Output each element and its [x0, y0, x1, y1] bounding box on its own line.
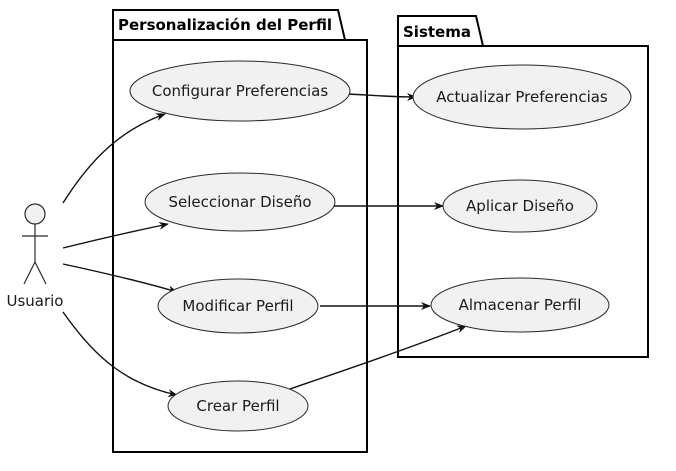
use-case-modificar-perfil: Modificar Perfil — [157, 278, 319, 334]
package-tab — [112, 9, 346, 41]
use-case-ellipse — [129, 60, 351, 122]
use-case-ellipse — [144, 172, 336, 232]
edge-usuario-modificar — [62, 263, 178, 294]
actor-usuario: Usuario — [6, 203, 64, 310]
stick-figure-icon — [22, 203, 48, 285]
use-case-label: Actualizar Preferencias — [436, 88, 608, 106]
package-title: Personalización del Perfil — [118, 16, 332, 34]
package-title: Sistema — [403, 23, 471, 41]
package-frame — [112, 39, 368, 453]
edge-usuario-crear — [62, 311, 178, 398]
use-case-label: Aplicar Diseño — [466, 197, 574, 215]
use-case-label: Crear Perfil — [196, 397, 279, 415]
use-case-ellipse — [430, 277, 610, 333]
relations — [62, 92, 467, 398]
use-case-ellipse — [167, 380, 309, 432]
edge-crear-almacenar — [286, 325, 467, 391]
use-case-label: Seleccionar Diseño — [168, 193, 311, 211]
use-case-label: Configurar Preferencias — [152, 82, 328, 100]
use-case-ellipse — [157, 278, 319, 334]
use-case-configurar-preferencias: Configurar Preferencias — [129, 60, 351, 122]
actor-label: Usuario — [6, 292, 63, 310]
use-case-label: Almacenar Perfil — [459, 296, 582, 314]
edge-usuario-configurar — [62, 113, 166, 204]
use-case-seleccionar-diseno: Seleccionar Diseño — [144, 172, 336, 232]
package-sistema: Sistema — [397, 15, 649, 358]
edge-usuario-seleccionar — [62, 221, 169, 249]
use-case-ellipse — [412, 64, 632, 130]
package-frame — [397, 45, 649, 358]
edge-configurar-actualizar — [347, 92, 417, 101]
use-case-aplicar-diseno: Aplicar Diseño — [442, 179, 598, 233]
use-case-actualizar-preferencias: Actualizar Preferencias — [412, 64, 632, 130]
use-case-label: Modificar Perfil — [182, 297, 293, 315]
use-case-crear-perfil: Crear Perfil — [167, 380, 309, 432]
use-case-almacenar-perfil: Almacenar Perfil — [430, 277, 610, 333]
package-tab — [397, 15, 484, 47]
use-case-ellipse — [442, 179, 598, 233]
package-personalizacion: Personalización del Perfil — [112, 9, 368, 453]
